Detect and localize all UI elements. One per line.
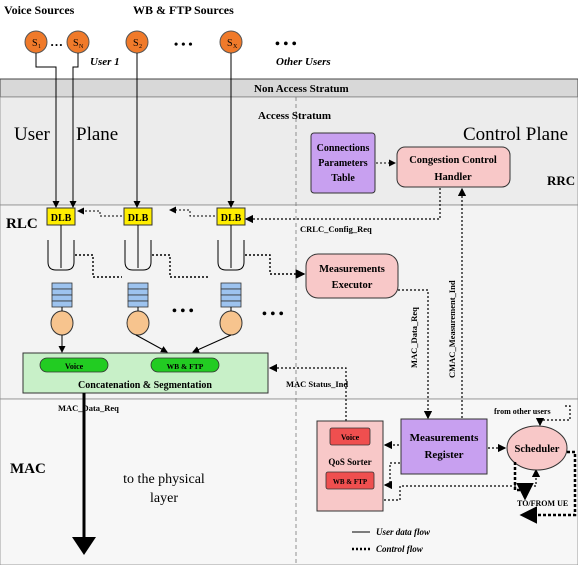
- svg-text:Congestion Control: Congestion Control: [409, 155, 497, 166]
- control-plane-label: Control Plane: [463, 124, 568, 145]
- svg-text:S: S: [32, 38, 38, 49]
- mac-data-req-label: MAC_Data_Req: [58, 403, 119, 413]
- to-from-ue-label: TO/FROM UE: [517, 499, 568, 508]
- mac-band: [0, 398, 578, 565]
- svg-text:Voice: Voice: [341, 433, 360, 442]
- svg-text:User data flow: User data flow: [376, 527, 431, 537]
- mac-layer-label: MAC: [10, 461, 46, 477]
- svg-text:Executor: Executor: [332, 280, 373, 291]
- cmac-measurement-label: CMAC_Measurement_Ind: [447, 280, 457, 378]
- svg-text:DLB: DLB: [221, 213, 242, 224]
- mac-data-req-vertical-label: MAC_Data_Req: [409, 307, 419, 368]
- other-users-label: Other Users: [276, 56, 331, 68]
- concat-voice-pill: [39, 357, 109, 373]
- to-from-ue-return: [519, 450, 577, 524]
- voice-sources-label: Voice Sources: [4, 3, 75, 17]
- queue-web1: [124, 240, 152, 336]
- dlb-chain-arrows: [77, 206, 215, 217]
- mac-status-flow: [268, 363, 347, 421]
- dlb-queue-lines: [60, 225, 232, 311]
- rrc-layer-label: RRC: [547, 173, 575, 188]
- other-users-dots: • • •: [275, 37, 297, 52]
- queues-ellipsis: • • •: [172, 304, 194, 319]
- measurements-executor: Measurements Executor: [305, 253, 399, 299]
- svg-text:Connections: Connections: [317, 143, 370, 154]
- svg-text:X: X: [233, 44, 238, 50]
- legend: User data flow Control flow: [352, 527, 431, 554]
- dlb-webx: DLB: [216, 207, 246, 226]
- queue-voice: [47, 240, 75, 336]
- source-sn: S N: [66, 30, 90, 54]
- queue-webx: [217, 240, 245, 336]
- connections-parameters-table: Connections Parameters Table: [310, 132, 376, 194]
- svg-text:1: 1: [38, 44, 41, 50]
- source-s2: S 2: [125, 30, 149, 54]
- svg-text:Scheduler: Scheduler: [515, 444, 560, 455]
- svg-text:Register: Register: [424, 449, 463, 461]
- source-sx: S X: [219, 30, 243, 54]
- to-physical-label-2: layer: [150, 491, 178, 506]
- source-ellipsis: …: [50, 34, 63, 49]
- mac-status-ind-label: MAC Status_Ind: [286, 379, 348, 389]
- non-access-stratum-label: Non Access Stratum: [254, 83, 349, 95]
- access-stratum-label: Access Stratum: [258, 110, 331, 122]
- to-from-ue-flow: [513, 462, 534, 501]
- users-ellipsis-right: • • •: [262, 307, 284, 322]
- user-plane-word2: Plane: [76, 124, 118, 145]
- svg-text:2: 2: [139, 44, 142, 50]
- svg-text:WB & FTP: WB & FTP: [333, 478, 368, 486]
- queue-measurement-lines: [75, 254, 306, 279]
- svg-text:DLB: DLB: [128, 213, 149, 224]
- crlc-config-flow: [244, 188, 441, 224]
- svg-text:N: N: [79, 44, 84, 50]
- crlc-config-label: CRLC_Config_Req: [300, 224, 372, 234]
- qos-sorter: Voice QoS Sorter WB & FTP: [316, 420, 384, 512]
- qos-voice-pill: [329, 427, 371, 446]
- svg-text:QoS Sorter: QoS Sorter: [328, 457, 371, 467]
- concat-web-pill: [150, 357, 220, 373]
- to-physical-label-1: to the physical: [123, 472, 205, 487]
- concatenation-segmentation: Voice WB & FTP Concatenation & Segmentat…: [22, 352, 269, 394]
- svg-text:S: S: [133, 38, 139, 49]
- mac-data-req-flow: [398, 289, 433, 420]
- measurements-register: Measurements Register: [400, 418, 488, 475]
- dlb-voice: DLB: [46, 207, 76, 226]
- svg-text:Voice: Voice: [65, 362, 84, 371]
- web-sources-ellipsis: • • •: [174, 37, 193, 51]
- user-plane-word1: User: [14, 124, 51, 145]
- svg-text:Control flow: Control flow: [376, 544, 424, 554]
- congestion-control-handler: Congestion Control Handler: [396, 146, 511, 188]
- qos-web-pill: [325, 471, 375, 490]
- svg-text:DLB: DLB: [51, 213, 72, 224]
- web-ftp-sources-label: WB & FTP Sources: [133, 3, 234, 17]
- rlc-layer-label: RLC: [6, 216, 38, 232]
- svg-text:Handler: Handler: [434, 172, 472, 183]
- from-other-users-label: from other users: [494, 407, 551, 416]
- svg-text:WB & FTP: WB & FTP: [167, 362, 204, 371]
- svg-text:Parameters: Parameters: [318, 158, 368, 169]
- svg-text:S: S: [73, 38, 79, 49]
- svg-text:Measurements: Measurements: [319, 264, 385, 275]
- merge-lines: [58, 334, 232, 353]
- svg-text:Table: Table: [331, 173, 355, 184]
- svg-text:Measurements: Measurements: [410, 432, 480, 444]
- dlb-web1: DLB: [123, 207, 153, 226]
- svg-text:S: S: [227, 38, 233, 49]
- user1-label: User 1: [90, 56, 120, 68]
- source-lines: [35, 53, 235, 208]
- register-qos-flows: [383, 440, 541, 501]
- svg-text:Concatenation & Segmentation: Concatenation & Segmentation: [78, 380, 212, 391]
- source-s1: S 1: [24, 30, 48, 54]
